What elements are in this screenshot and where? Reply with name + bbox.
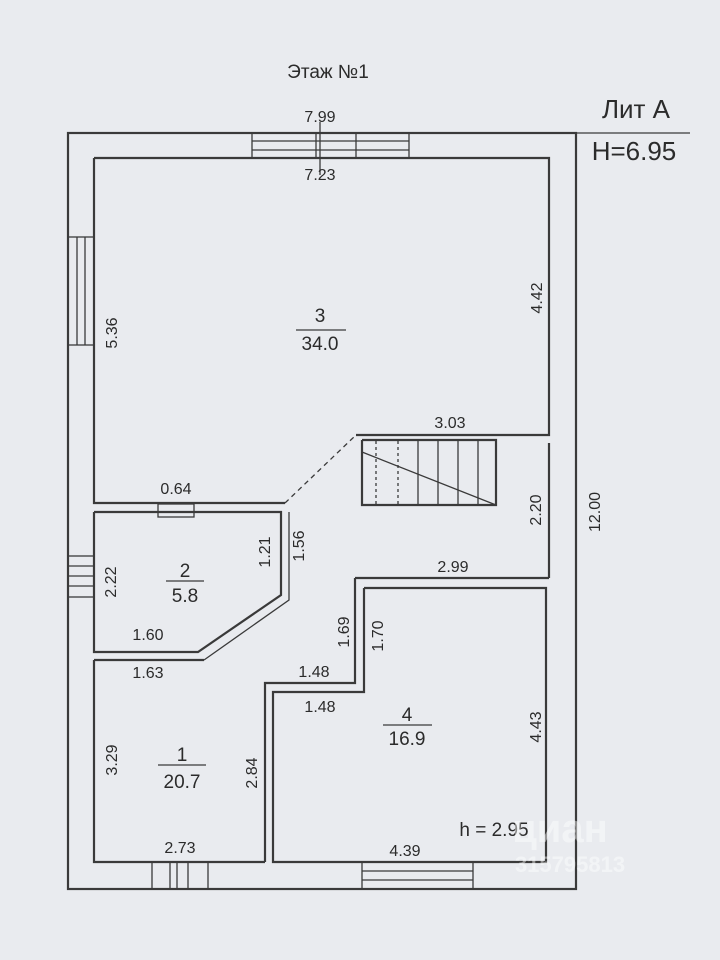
dim-room1-top: 1.63 — [132, 665, 163, 682]
window-top — [251, 132, 410, 159]
window-left-upper — [67, 236, 95, 346]
room-3-area: 34.0 — [302, 334, 339, 355]
dim-step-a: 1.69 — [336, 616, 353, 647]
dim-room4-bottom: 4.39 — [389, 843, 420, 860]
dim-stair-width: 3.03 — [434, 415, 465, 432]
room-3-number: 3 — [315, 306, 326, 327]
dim-step-d: 1.48 — [304, 699, 335, 716]
dim-room2-left: 2.22 — [103, 566, 120, 597]
room-2-number: 2 — [180, 561, 191, 582]
room-4-number: 4 — [402, 705, 413, 726]
dim-room2-top: 0.64 — [160, 481, 191, 498]
room-2-wall — [92, 510, 283, 654]
corridor-wall — [263, 576, 549, 862]
dim-room3-right: 4.42 — [529, 282, 546, 313]
floor-title: Этаж №1 — [287, 62, 369, 83]
room-3-opening — [284, 434, 357, 504]
lit-label: Лит А — [602, 94, 671, 124]
dim-diag: 1.56 — [291, 530, 308, 561]
dim-stair-right: 2.20 — [528, 494, 545, 525]
dim-room1-left: 3.29 — [104, 744, 121, 775]
room-1-number: 1 — [177, 745, 188, 766]
dim-step-b: 1.70 — [370, 620, 387, 651]
watermark-brand: циан — [512, 807, 608, 851]
room-1-area: 20.7 — [164, 772, 201, 793]
dim-room2-right: 1.21 — [257, 536, 274, 567]
dim-room3-left: 5.36 — [104, 317, 121, 348]
window-bottom-right — [361, 861, 474, 890]
dim-top-inner: 7.23 — [304, 167, 335, 184]
staircase — [360, 438, 498, 507]
dim-step-c: 1.48 — [298, 664, 329, 681]
dim-room1-right: 2.84 — [244, 757, 261, 788]
watermark-number: 315795813 — [515, 852, 625, 877]
room-4-wall — [271, 586, 548, 864]
window-bottom-left — [151, 861, 209, 890]
room-2-door — [157, 503, 195, 518]
height-label: H=6.95 — [592, 136, 677, 166]
room-2-area: 5.8 — [172, 586, 198, 607]
dim-room2-bottom: 1.60 — [132, 627, 163, 644]
dim-room4-right: 4.43 — [528, 711, 545, 742]
ceiling-height: h = 2.95 — [459, 820, 528, 841]
window-left-lower — [67, 555, 95, 598]
dim-top-outer: 7.99 — [304, 109, 335, 126]
dim-corridor-top: 2.99 — [437, 559, 468, 576]
dim-room1-bottom: 2.73 — [164, 840, 195, 857]
dim-overall-height: 12.00 — [587, 492, 604, 532]
room-2-wall-outer — [203, 512, 290, 661]
room-4-area: 16.9 — [389, 729, 426, 750]
